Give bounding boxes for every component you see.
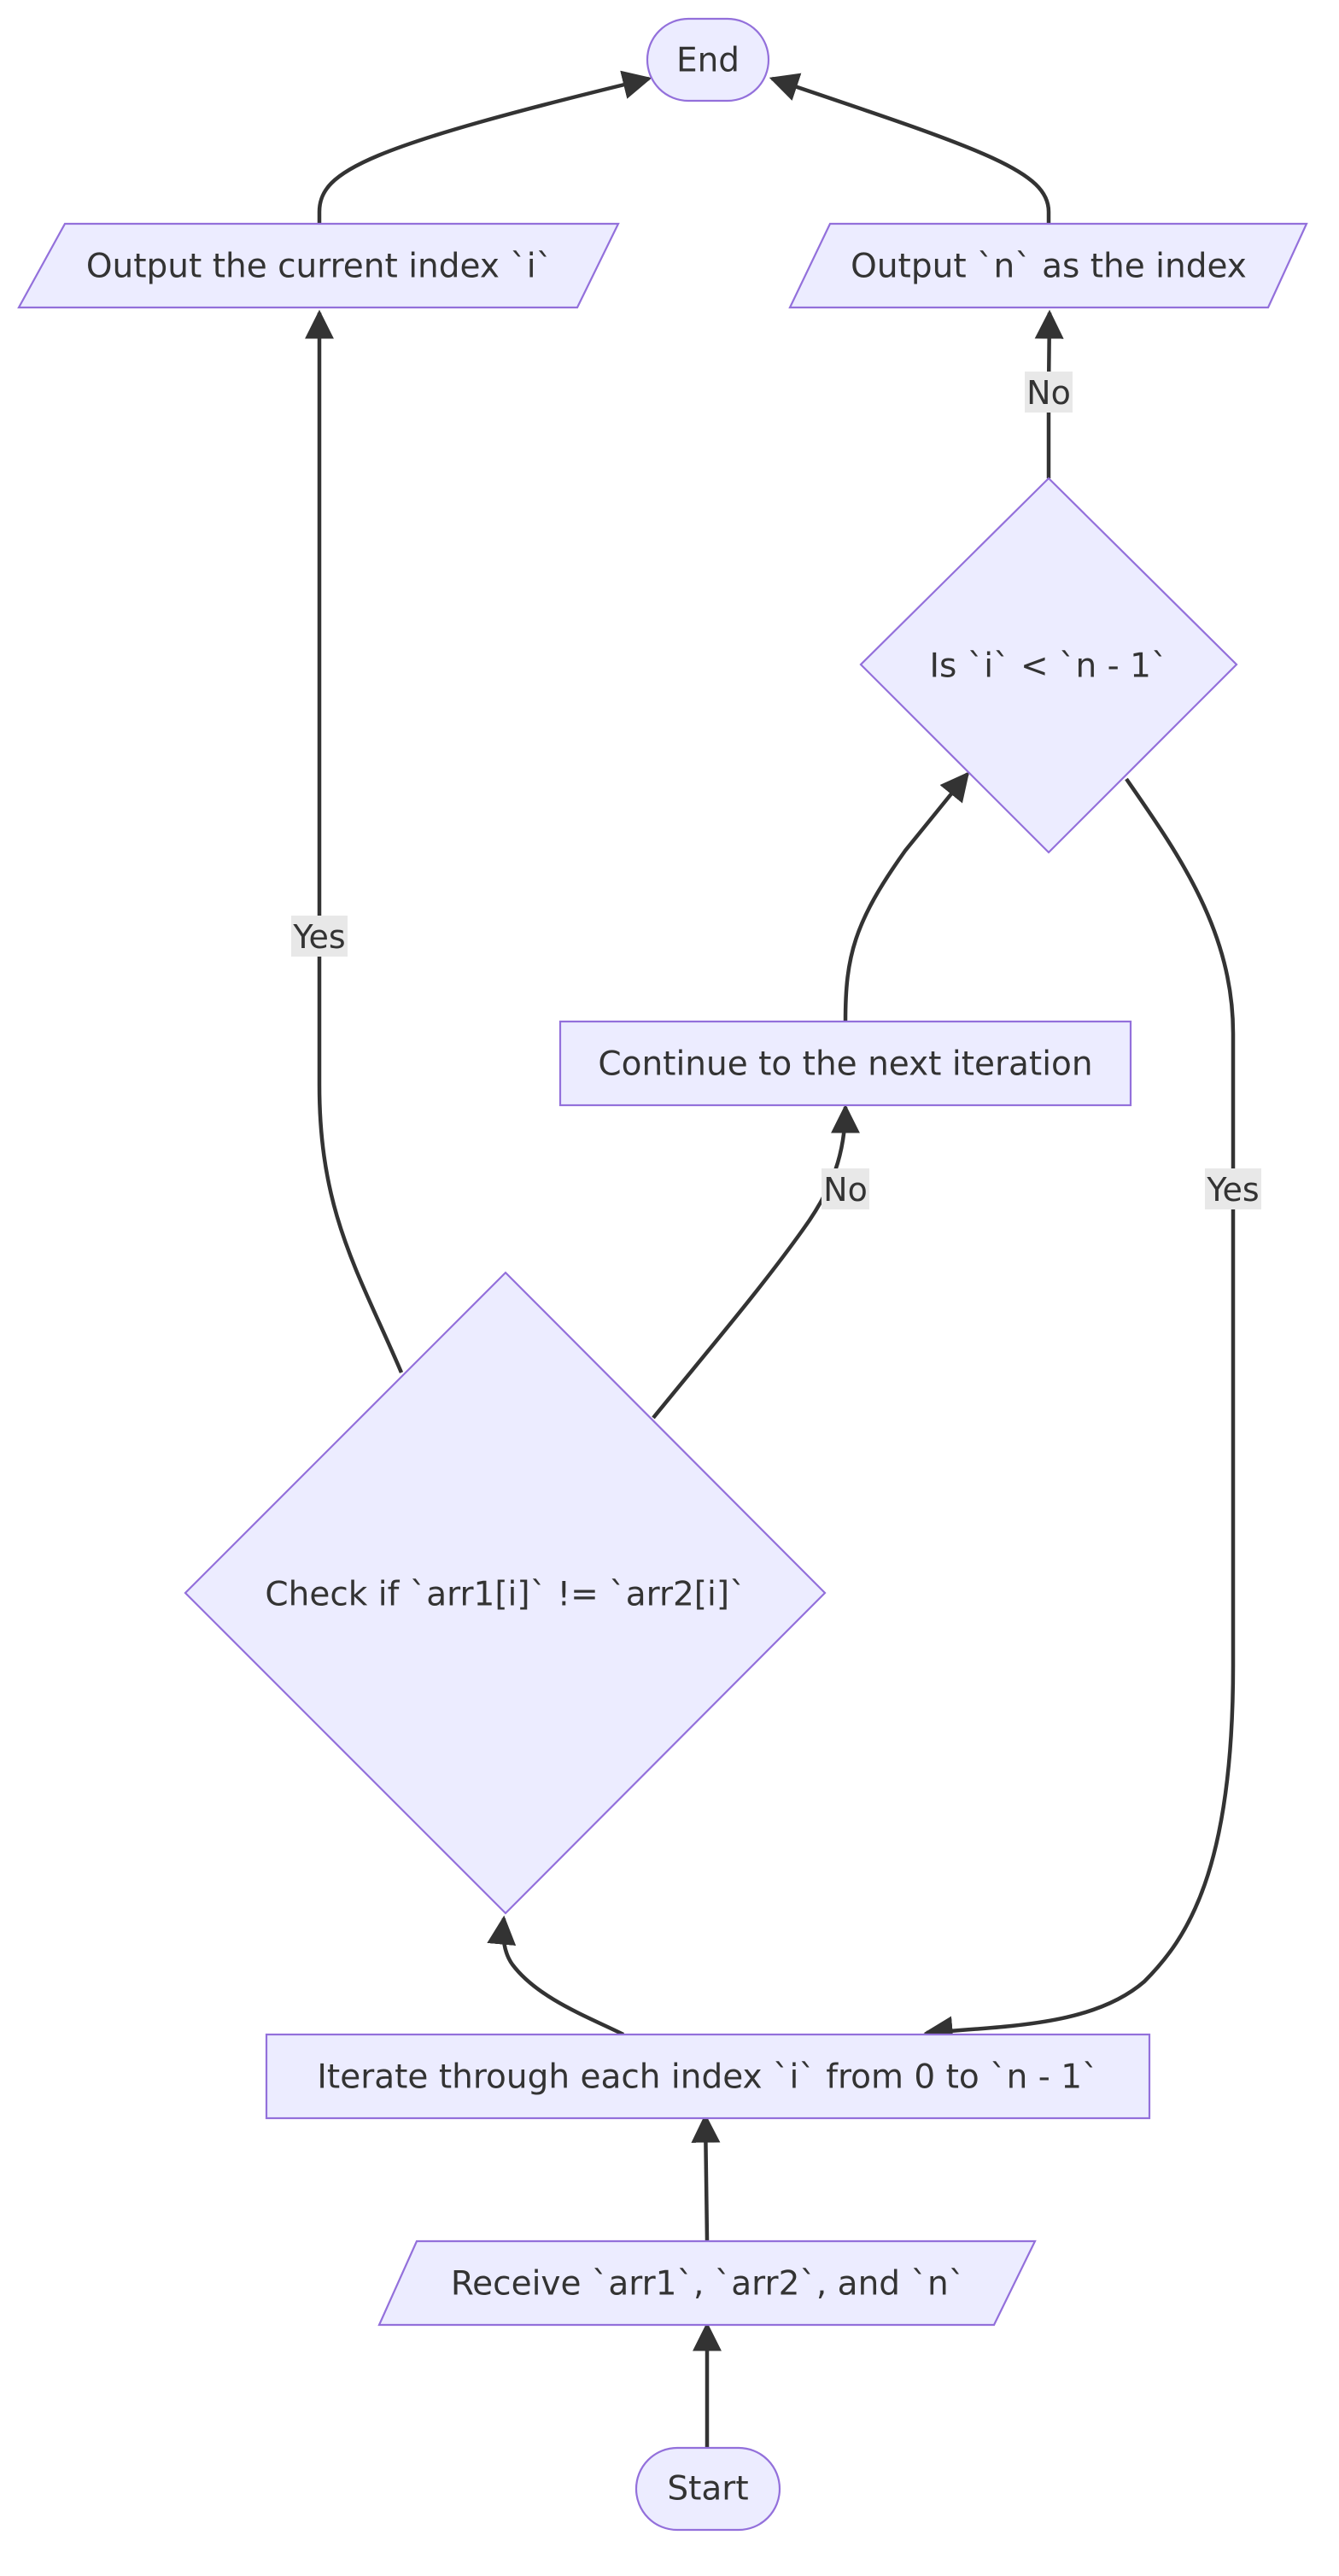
edge-output-n-to-end bbox=[769, 73, 1051, 224]
is-last-node: Is `i` < `n - 1` bbox=[859, 477, 1238, 854]
edges bbox=[305, 70, 1236, 2448]
edge-check-to-output-i bbox=[305, 309, 404, 1373]
start-node-label: Start bbox=[667, 2470, 748, 2509]
iterate-node: Iterate through each index `i` from 0 to… bbox=[265, 2033, 1151, 2120]
continue-node: Continue to the next iteration bbox=[558, 1020, 1132, 1107]
edge-check-to-continue bbox=[652, 1104, 860, 1420]
iterate-node-label: Iterate through each index `i` from 0 to… bbox=[317, 2058, 1098, 2097]
edge-receive-to-iterate bbox=[691, 2113, 721, 2242]
continue-node-label: Continue to the next iteration bbox=[598, 1045, 1092, 1084]
output-i-node-label: Output the current index `i` bbox=[86, 248, 553, 286]
edge-label-no-is-last: No bbox=[1025, 372, 1073, 413]
receive-node-label: Receive `arr1`, `arr2`, and `n` bbox=[451, 2265, 965, 2304]
edge-label-no-check: No bbox=[822, 1168, 869, 1209]
edge-label-yes-check: Yes bbox=[291, 916, 348, 957]
edge-iterate-to-check bbox=[487, 1915, 625, 2037]
edge-label-text: Yes bbox=[292, 918, 345, 956]
receive-node: Receive `arr1`, `arr2`, and `n` bbox=[377, 2239, 1037, 2327]
nodes: End Output the current index `i` Output … bbox=[17, 17, 1308, 2532]
output-n-node: Output `n` as the index bbox=[788, 222, 1308, 309]
edge-label-text: Yes bbox=[1206, 1171, 1259, 1209]
edge-label-text: No bbox=[823, 1171, 868, 1209]
output-n-node-label: Output `n` as the index bbox=[851, 248, 1247, 286]
start-node: Start bbox=[634, 2446, 781, 2532]
end-node-label: End bbox=[676, 42, 740, 80]
check-node: Check if `arr1[i]` != `arr2[i]` bbox=[184, 1271, 827, 1915]
is-last-node-label: Is `i` < `n - 1` bbox=[930, 647, 1168, 686]
edge-continue-to-is-last bbox=[843, 771, 970, 1022]
check-node-label: Check if `arr1[i]` != `arr2[i]` bbox=[265, 1576, 746, 1614]
edge-labels: Yes No Yes No bbox=[291, 372, 1261, 1209]
edge-label-text: No bbox=[1026, 374, 1071, 412]
end-node: End bbox=[646, 17, 770, 102]
edge-output-i-to-end bbox=[317, 70, 652, 224]
output-i-node: Output the current index `i` bbox=[17, 222, 620, 309]
edge-label-yes-is-last: Yes bbox=[1205, 1168, 1261, 1209]
edge-is-last-to-iterate bbox=[923, 777, 1236, 2046]
